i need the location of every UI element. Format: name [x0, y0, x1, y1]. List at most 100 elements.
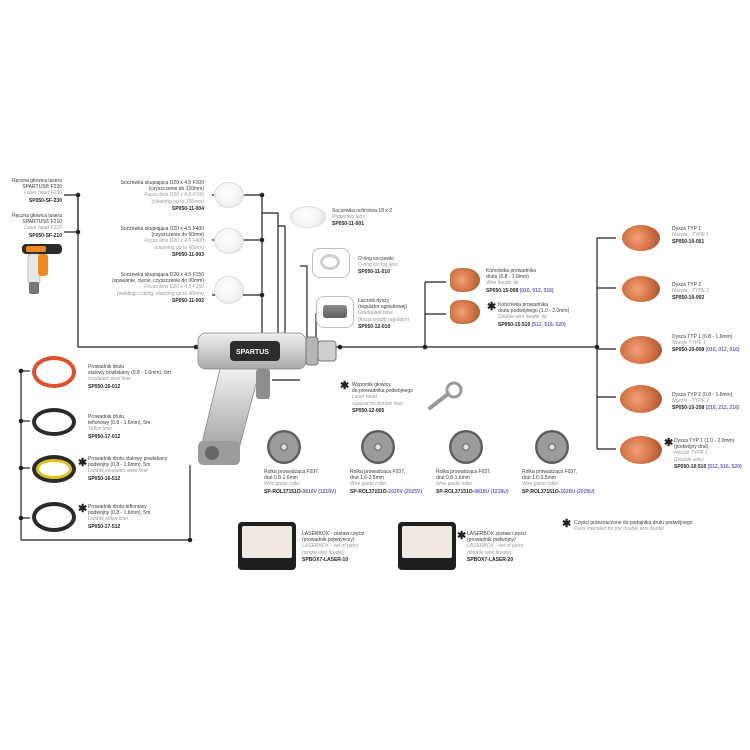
double-wire-tip-code: SP050-15-510 (512, 516, 520) — [498, 321, 566, 328]
roller-u2-image — [535, 430, 569, 464]
lens-f150-code: SP050-11-002 — [172, 297, 204, 304]
double-insulated-liner-en: Double insulated steel liner — [88, 468, 149, 475]
head-f230-label: Ręczna głowica lasera SPARTUS® F230 Lase… — [4, 178, 62, 204]
nozzle-double-wire-en1: Nozzle TYPE 1 — [674, 450, 708, 457]
head-f230-title: Ręczna głowica lasera — [11, 178, 62, 184]
lens-f150-image — [214, 276, 244, 304]
gun-brand-label: SPARTUS — [236, 349, 269, 356]
wire-tip-sub: drutu (0.8 - 1.6mm) — [486, 274, 529, 281]
roller-v1-title: Rolka prowadząca F037, — [264, 469, 320, 475]
tube-en1: Graduated tube — [358, 310, 393, 317]
roller-v2-sub: drut 1.6-2.5mm — [350, 475, 384, 482]
nozzle-type2-image — [622, 276, 660, 302]
laserbox-double-en2: (double wire feeder) — [467, 549, 512, 556]
double-insulated-liner-image — [32, 455, 76, 483]
lens-f150-en2: (welding, cutting, cleaning up to 30mm) — [117, 290, 204, 297]
insulated-liner-image — [32, 356, 76, 388]
tube-en2: (focus length regulator) — [358, 316, 410, 323]
roller-v1-image — [267, 430, 301, 464]
lens-f400-title: Soczewka skupiająca D20 x 4.5 F400 — [120, 226, 204, 232]
support-label: Wspornik głowicy do prowadnika podwójneg… — [352, 382, 442, 414]
roller-v1-en: Wire guide roller — [264, 481, 301, 488]
double-insulated-liner-title: Prowadnik drutu stalowy powlekany — [88, 456, 168, 462]
double-insulated-liner-code: SP050-16-512 — [88, 475, 121, 482]
lens-f400-en2: (cleaning up to 60mm) — [154, 244, 204, 251]
nozzle-type1-title: Dysza TYP 1 — [672, 226, 701, 232]
teflon-liner-title: Prowadnik drutu — [88, 414, 125, 420]
laserbox-double-label: LASERBOX zestaw części (prowadnik podwój… — [467, 531, 557, 563]
teflon-liner-sub: teflonowy (0.8 - 1.6mm), 5m — [88, 420, 151, 427]
roller-u1-label: Rolka prowadząca F037, drut 0.8-1.6mm Wi… — [436, 469, 516, 495]
double-wire-note-text: Części przeznaczone do podajnika drutu p… — [574, 520, 693, 526]
laserbox-single-en2: (single wire feeder) — [302, 549, 345, 556]
double-wire-tip-label: Końcówka prowadnika drutu podwójnego (1.… — [498, 302, 588, 328]
tube-sub: (regulator ogniskowej) — [358, 304, 408, 311]
teflon-liner-image — [32, 408, 76, 436]
double-wire-star: ✱ — [562, 518, 572, 530]
tube-image-frame — [316, 296, 354, 328]
double-teflon-liner-title: Prowadnik drutu teflonowy — [88, 504, 147, 510]
head-f210-title: Ręczna głowica lasera — [11, 213, 62, 219]
tube-code: SP050-12-010 — [358, 323, 391, 330]
head-f210-en: Laser head F210 — [24, 225, 62, 232]
small-laser-head-image — [22, 244, 62, 294]
protective-lens-en: Protective lens — [332, 214, 365, 221]
roller-v1-label: Rolka prowadząca F037, drut 0.8-1.6mm Wi… — [264, 469, 344, 495]
support-en2: support for double liner — [352, 400, 404, 407]
tube-title: Łącznik dyszy — [358, 298, 390, 304]
lens-f100-en1: Focus lens D20 x 4.5 F100 — [144, 192, 204, 199]
double-wire-star: ✱ — [487, 301, 497, 313]
double-wire-tip-title: Końcówka prowadnika — [498, 302, 549, 308]
double-teflon-liner-label: Prowadnik drutu teflonowy podwójny (0.8 … — [88, 504, 188, 530]
roller-v1-sub: drut 0.8-1.6mm — [264, 475, 298, 482]
laser-gun-image: SPARTUS — [197, 332, 337, 465]
protective-lens-code: SP050-11-001 — [332, 221, 364, 228]
lens-f150-en1: Focus lens D20 x 4.5 F150 — [144, 284, 204, 291]
laserbox-single-label: LASERBOX - zestaw części (prowadnik poje… — [302, 531, 392, 563]
nozzle-type1-wire-en: Nozzle TYPE 1 — [672, 340, 706, 347]
lens-f100-image — [214, 182, 244, 208]
oring-title: O-ring soczewki — [358, 256, 394, 262]
lens-f400-en1: Focus lens D20 x 4.5 F400 — [144, 238, 204, 245]
teflon-liner-en: Teflon liner — [88, 426, 113, 433]
double-wire-star: ✱ — [457, 530, 467, 542]
head-f230-model: SPARTUS® F230 — [22, 184, 62, 191]
oring-code: SP050-11-010 — [358, 269, 390, 276]
laserbox-single-image — [238, 522, 296, 570]
double-teflon-liner-code: SP050-17-512 — [88, 523, 121, 530]
double-wire-tip-sub: drutu podwójnego (1.0 - 2.0mm) — [498, 308, 570, 315]
head-f210-code: SP050-SF-210 — [28, 232, 62, 239]
support-code: SP050-12-005 — [352, 407, 385, 414]
laserbox-double-title: LASERBOX zestaw części — [467, 531, 527, 537]
support-bracket-image — [428, 381, 463, 410]
laserbox-double-code: SPBOX7-LASER-20 — [467, 556, 514, 563]
support-sub: do prowadnika podwójnego — [352, 388, 413, 395]
roller-v2-en: Wire guide roller — [350, 481, 387, 488]
nozzle-type2-label: Dysza TYP 2 Nozzle - TYPE 2 SP050-10-002 — [672, 282, 744, 302]
wire-tip-code: SP050-15-008 (010, 012, 016) — [486, 287, 554, 294]
nozzle-type1-wire-image — [620, 336, 662, 364]
nozzle-type2-code: SP050-10-002 — [672, 295, 705, 302]
nozzle-type2-title: Dysza TYP 2 — [672, 282, 701, 288]
double-teflon-liner-sub: podwójny (0.8 - 1.6mm), 5m — [88, 510, 151, 517]
double-wire-star: ✱ — [340, 380, 350, 392]
roller-u2-en: Wire guide roller — [522, 481, 559, 488]
nozzle-double-wire-title: Dysza TYP 1 (1.0 - 2.0mm) — [674, 438, 735, 444]
roller-u2-title: Rolka prowadząca F037, — [522, 469, 578, 475]
nozzle-type1-wire-title: Dysza TYP 1 (0.8 - 1.6mm) — [672, 334, 733, 340]
nozzle-double-wire-image — [620, 436, 662, 464]
double-insulated-liner-label: Prowadnik drutu stalowy powlekany podwój… — [88, 456, 188, 482]
roller-u2-code: SP-ROL37151O-1620U (2025U) — [522, 488, 595, 495]
protective-lens-image — [290, 206, 326, 228]
lens-f150-title: Soczewka skupiająca D20 x 4.5 F150 — [120, 272, 204, 278]
lens-f400-code: SP050-11-003 — [172, 251, 204, 258]
insulated-liner-label: Prowadnik drutu stalowy powlekany (0.8 -… — [88, 364, 188, 390]
nozzle-type1-wire-label: Dysza TYP 1 (0.8 - 1.6mm) Nozzle TYPE 1 … — [672, 334, 748, 354]
roller-u1-code: SP-ROL37151O-0810U (1216U) — [436, 488, 509, 495]
nozzle-type2-wire-en: Nozzle - TYPE 2 — [672, 398, 709, 405]
double-teflon-liner-en: Double teflon liner — [88, 516, 129, 523]
roller-v2-code: SP-ROL37151O-1620V (2025V) — [350, 488, 422, 495]
double-wire-tip-en: Double wire feeder tip — [498, 314, 547, 321]
lens-f400-image — [214, 228, 244, 254]
